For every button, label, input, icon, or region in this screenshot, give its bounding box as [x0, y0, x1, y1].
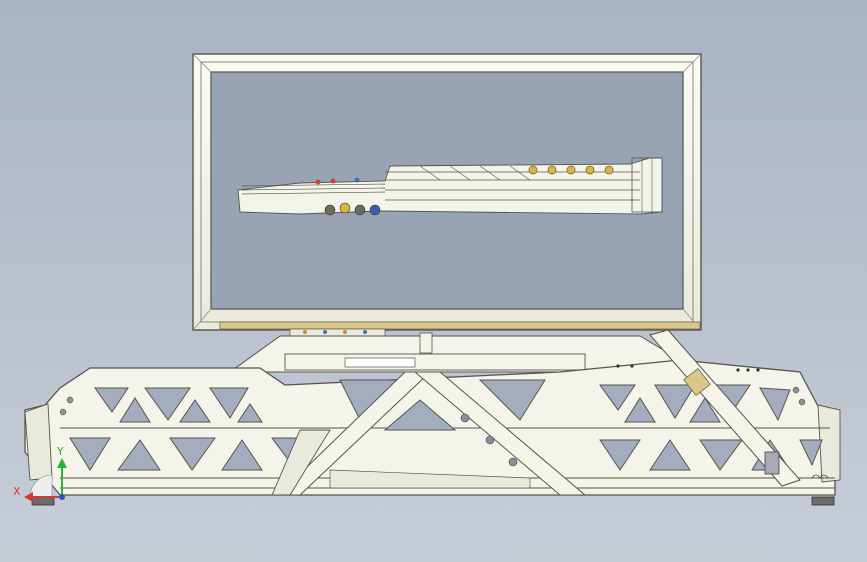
screen-model-preview — [237, 157, 663, 216]
left-foot — [31, 496, 55, 506]
vent-marks — [616, 364, 760, 372]
monitor-base-rail — [219, 321, 701, 330]
triad-x-label: X — [13, 485, 21, 498]
triad-y-label: Y — [57, 445, 64, 458]
coordinate-triad — [24, 458, 67, 502]
z-axis-marker — [59, 494, 65, 500]
base-frame — [24, 329, 841, 506]
right-foot — [811, 496, 835, 506]
